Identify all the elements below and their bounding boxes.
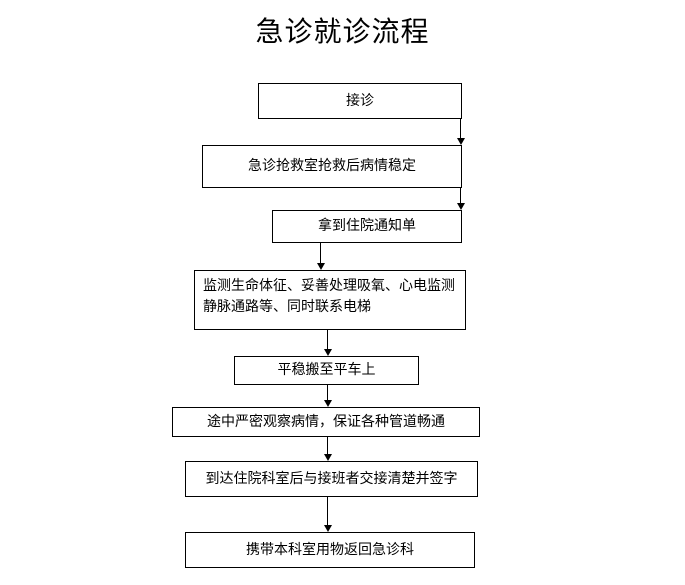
flowchart-node-label: 接诊 — [346, 92, 374, 109]
arrow-shaft — [327, 385, 328, 401]
flowchart-node-label: 途中严密观察病情，保证各种管道畅通 — [207, 413, 445, 430]
arrow-head-icon — [323, 400, 332, 407]
flowchart-node-label: 携带本科室用物返回急诊科 — [246, 541, 414, 558]
page-title: 急诊就诊流程 — [255, 15, 430, 48]
flowchart-node-label: 急诊抢救室抢救后病情稳定 — [248, 158, 416, 174]
arrow-head-icon — [316, 263, 325, 270]
flowchart-node-label: 监测生命体征、妥善处理吸氧、心电监测 — [203, 278, 455, 294]
arrow-shaft — [460, 188, 461, 204]
arrow-head-icon — [323, 349, 332, 356]
arrow-shaft — [460, 119, 461, 139]
arrow-shaft — [320, 243, 321, 264]
flowchart-node: 接诊 — [258, 83, 462, 119]
flowchart-node: 平稳搬至平车上 — [234, 356, 419, 385]
flowchart-node: 携带本科室用物返回急诊科 — [185, 532, 475, 568]
flowchart-node-label: 平稳搬至平车上 — [277, 362, 376, 378]
flowchart-arrow — [323, 497, 332, 532]
flowchart-node: 监测生命体征、妥善处理吸氧、心电监测静脉通路等、同时联系电梯 — [194, 270, 466, 330]
flowchart-node: 拿到住院通知单 — [272, 210, 462, 243]
flowchart-arrow — [456, 188, 465, 210]
flowchart-node: 到达住院科室后与接班者交接清楚并签字 — [185, 461, 478, 497]
flowchart-arrow — [323, 330, 332, 356]
flowchart-node: 途中严密观察病情，保证各种管道畅通 — [172, 407, 480, 437]
arrow-head-icon — [456, 203, 465, 210]
flowchart-node-label: 到达住院科室后与接班者交接清楚并签字 — [205, 470, 458, 487]
arrow-head-icon — [456, 138, 465, 145]
arrow-shaft — [327, 437, 328, 455]
flowchart-arrow — [323, 437, 332, 461]
arrow-head-icon — [323, 525, 332, 532]
flowchart-arrow — [323, 385, 332, 407]
flowchart-arrow — [456, 119, 465, 145]
arrow-shaft — [327, 330, 328, 350]
flowchart-node-label: 拿到住院通知单 — [318, 218, 416, 234]
arrow-head-icon — [323, 454, 332, 461]
flowchart-arrow — [316, 243, 325, 270]
arrow-shaft — [327, 497, 328, 526]
flowchart-node: 急诊抢救室抢救后病情稳定 — [202, 145, 462, 188]
flowchart-node-label: 静脉通路等、同时联系电梯 — [203, 299, 371, 315]
